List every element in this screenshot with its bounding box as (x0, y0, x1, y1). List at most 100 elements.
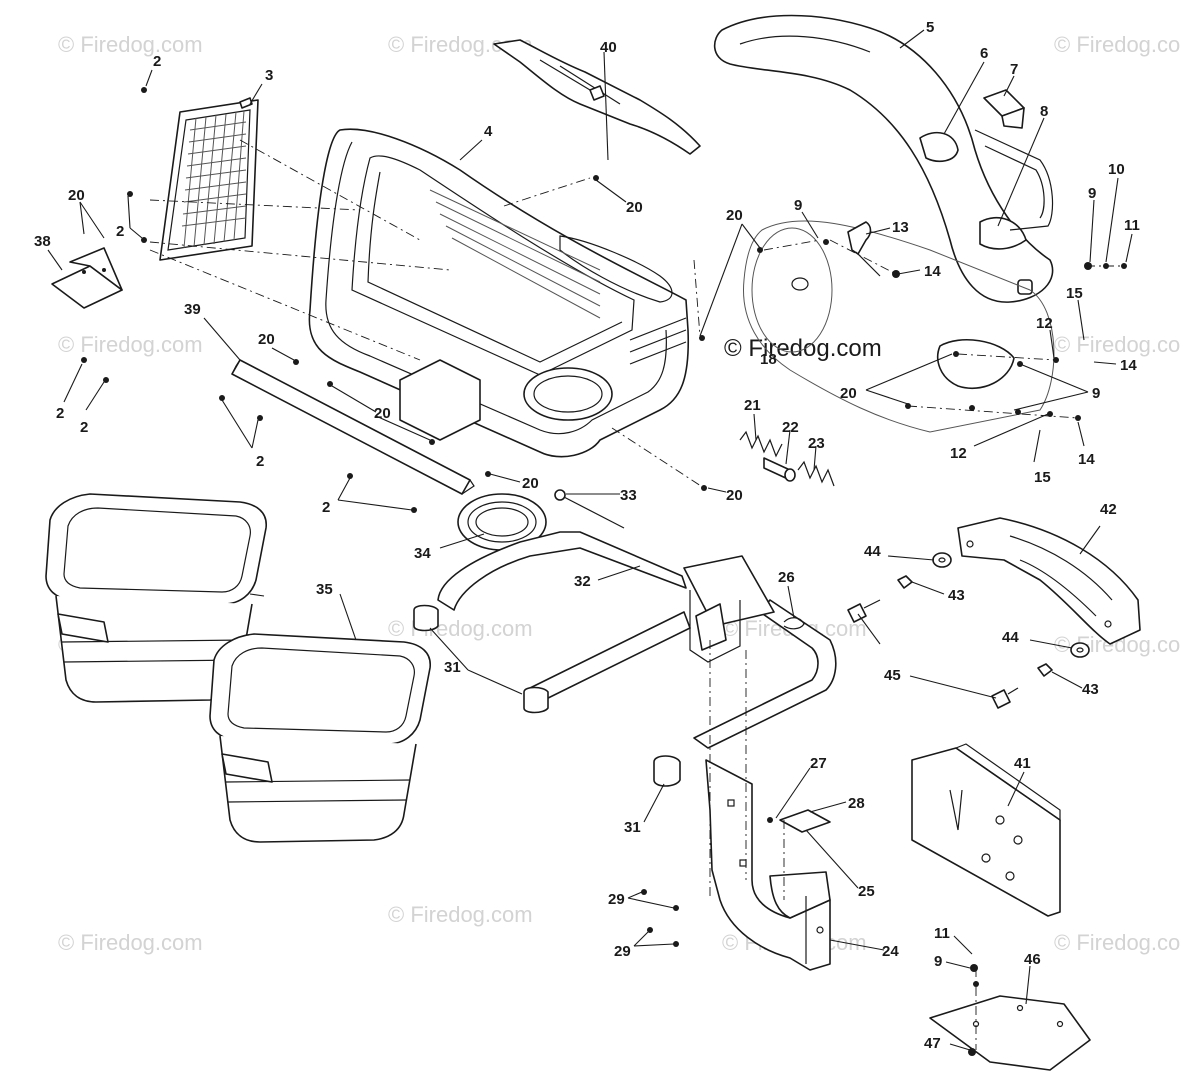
watermark: © Firedog.com (1054, 332, 1180, 357)
watermark-center: © Firedog.com (724, 335, 882, 362)
callout-label: 47 (924, 1035, 941, 1052)
watermark: © Firedog.com (1054, 32, 1180, 57)
callout-label: 40 (600, 39, 617, 56)
callout-label: 9 (794, 197, 802, 214)
callout-label: 45 (884, 667, 901, 684)
part-blade-40 (493, 39, 701, 155)
callout-label: 11 (1124, 217, 1140, 234)
callout-label: 14 (1120, 357, 1137, 374)
callout-label: 46 (1024, 951, 1041, 968)
callout-label: 12 (950, 445, 967, 462)
callout-label: 18 (760, 351, 777, 368)
callout-label: 20 (258, 331, 275, 348)
callout-label: 2 (256, 453, 264, 470)
watermark: © Firedog.com (388, 902, 533, 927)
callout-label: 44 (1002, 629, 1019, 646)
watermark: © Firedog.com (58, 32, 203, 57)
callout-label: 14 (924, 263, 941, 280)
callout-label: 6 (980, 45, 988, 62)
callout-label: 31 (624, 819, 641, 836)
part-latch-7 (983, 89, 1025, 129)
part-handle-42 (957, 517, 1141, 645)
part-nuts-43 (897, 575, 1053, 677)
part-handle-13 (847, 221, 881, 277)
part-bag-35-upper (45, 493, 267, 703)
part-washers-44 (932, 552, 1090, 658)
callout-label: 11 (934, 925, 950, 942)
callout-label: 12 (1036, 315, 1053, 332)
callout-label: 2 (322, 499, 330, 516)
part-screen (159, 97, 259, 261)
callout-label: 4 (484, 123, 493, 140)
part-spring-21 (739, 430, 783, 458)
callout-label: 34 (414, 545, 431, 562)
watermark: © Firedog.com (1054, 930, 1180, 955)
callout-label: 27 (810, 755, 827, 772)
callout-label: 2 (116, 223, 124, 240)
callout-label: 9 (1088, 185, 1096, 202)
callout-label: 43 (1082, 681, 1099, 698)
callout-label: 41 (1014, 755, 1031, 772)
part-bracket-28 (767, 809, 831, 833)
callout-label: 32 (574, 573, 591, 590)
callout-label: 7 (1010, 61, 1018, 78)
part-sleeve-22 (763, 457, 796, 482)
watermark: © Firedog.com (58, 332, 203, 357)
callout-label: 31 (444, 659, 461, 676)
callout-label: 35 (316, 581, 333, 598)
part-bag-35-lower (209, 633, 431, 843)
callout-label: 26 (778, 569, 795, 586)
callout-label: 15 (1066, 285, 1083, 302)
callout-label: 9 (934, 953, 942, 970)
assembly-lines (149, 139, 1124, 1050)
part-frame-32 (437, 531, 837, 749)
callout-label: 23 (808, 435, 825, 452)
part-clip-26 (783, 617, 805, 630)
callout-label: 9 (1092, 385, 1100, 402)
callout-label: 25 (858, 883, 875, 900)
callout-label: 2 (56, 405, 64, 422)
callout-label: 29 (608, 891, 625, 908)
part-bolts-45 (847, 599, 1019, 709)
callout-label: 20 (374, 405, 391, 422)
callout-label: 2 (80, 419, 88, 436)
part-cover-46 (929, 995, 1091, 1071)
part-strip-39 (231, 359, 475, 495)
callout-label: 39 (184, 301, 201, 318)
callout-label: 3 (265, 67, 273, 84)
callout-label: 29 (614, 943, 631, 960)
part-plate-41 (911, 743, 1061, 917)
callout-label: 24 (882, 943, 899, 960)
callout-label: 20 (726, 207, 743, 224)
leader-lines (47, 29, 1133, 1051)
callout-label: 42 (1100, 501, 1117, 518)
part-bolt-33 (554, 489, 625, 529)
callout-label: 8 (1040, 103, 1048, 120)
callout-label: 20 (626, 199, 643, 216)
callout-label: 20 (522, 475, 539, 492)
callout-label: 14 (1078, 451, 1095, 468)
callout-label: 28 (848, 795, 865, 812)
callout-label: 22 (782, 419, 799, 436)
callout-label: 33 (620, 487, 637, 504)
callout-label: 44 (864, 543, 881, 560)
callout-label: 20 (726, 487, 743, 504)
part-chute-5 (713, 14, 1054, 303)
callout-label: 13 (892, 219, 909, 236)
part-bracket-38 (51, 247, 123, 309)
callout-label: 5 (926, 19, 934, 36)
callout-label: 15 (1034, 469, 1051, 486)
callout-label: 2 (153, 53, 161, 70)
watermark: © Firedog.com (388, 616, 533, 641)
callout-label: 20 (840, 385, 857, 402)
callout-label: 38 (34, 233, 51, 250)
callout-label: 43 (948, 587, 965, 604)
part-bracket-24 (705, 759, 831, 971)
watermark: © Firedog.com (58, 930, 203, 955)
callouts: 2 3 4 5 6 7 8 9 9 9 9 10 11 11 12 12 13 … (34, 19, 1140, 1052)
callout-label: 20 (68, 187, 85, 204)
callout-label: 21 (744, 397, 761, 414)
part-housing-4 (308, 128, 690, 458)
part-spring-23 (797, 460, 835, 487)
